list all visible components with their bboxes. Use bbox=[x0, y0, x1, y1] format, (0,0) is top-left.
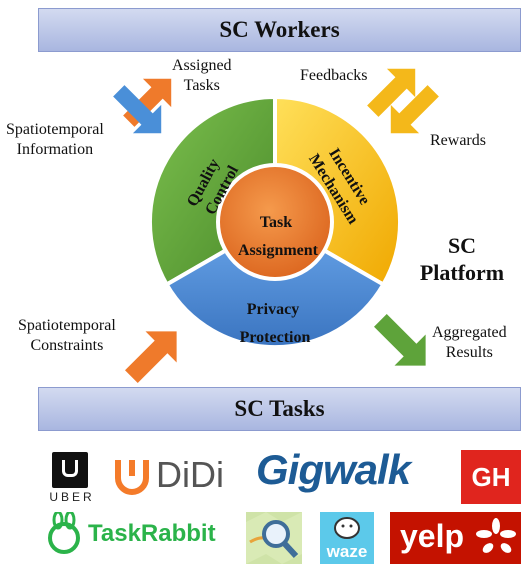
spatiotemporal-information-arrow bbox=[113, 85, 162, 134]
rewards-label: Rewards bbox=[430, 132, 486, 149]
taskrabbit-logo: TaskRabbit bbox=[42, 512, 232, 558]
assigned-tasks-label: Assigned Tasks bbox=[172, 57, 232, 94]
gigwalk-badge-logo: GH bbox=[461, 450, 521, 504]
spatiotemporal-constraints-arrow bbox=[125, 331, 177, 383]
yelp-burst-icon bbox=[476, 518, 516, 553]
sc-tasks-title: SC Tasks bbox=[234, 396, 325, 421]
feedbacks-arrow bbox=[367, 68, 416, 117]
spatiotemporal-constraints-label: Spatiotemporal Constraints bbox=[18, 317, 116, 354]
aggregated-results-label: Aggregated Results bbox=[432, 324, 507, 361]
didi-logo: DiDi bbox=[112, 452, 232, 502]
task-assignment-hub bbox=[216, 163, 334, 281]
gigwalk-logo: Gigwalk bbox=[256, 446, 411, 493]
feedbacks-label: Feedbacks bbox=[300, 67, 368, 84]
waze-logo: waze bbox=[320, 512, 374, 564]
privacy-protection-segment bbox=[163, 219, 387, 349]
rewards-arrow bbox=[390, 85, 439, 134]
sc-workers-banner: SC Workers bbox=[38, 8, 521, 52]
spatiotemporal-information-label: Spatiotemporal Information bbox=[6, 121, 104, 158]
yelp-logo: yelp bbox=[390, 512, 521, 564]
map-magnifier-logo bbox=[246, 512, 302, 564]
sc-platform-label: SC Platform bbox=[419, 233, 505, 285]
task-assignment-label: Task Assignment bbox=[238, 214, 319, 259]
sc-tasks-banner: SC Tasks bbox=[38, 387, 521, 431]
aggregated-results-arrow bbox=[374, 314, 426, 366]
privacy-protection-label: Privacy Protection bbox=[240, 301, 311, 346]
uber-logo: UBER bbox=[44, 450, 104, 506]
sc-workers-title: SC Workers bbox=[219, 17, 340, 42]
